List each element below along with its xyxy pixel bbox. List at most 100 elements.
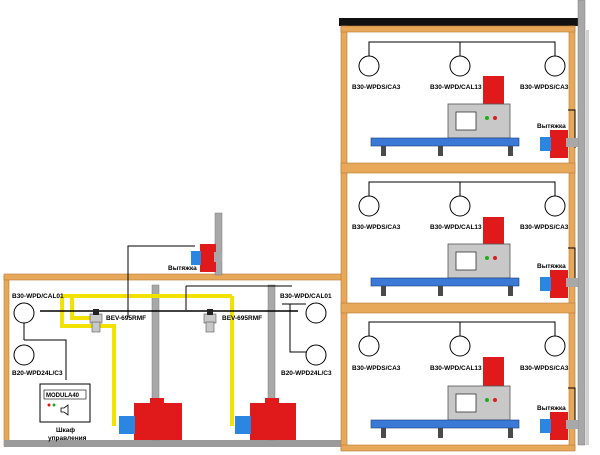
floor-3-led-red	[493, 398, 497, 402]
floor-1-sensor-center-label: B30-WPD/CAL13	[430, 84, 482, 91]
floor-3-led-green	[485, 398, 489, 402]
floor-2-shelf-leg-3	[508, 286, 513, 296]
floor-2-sensor-left-label: B30-WPDS/CA3	[352, 224, 401, 231]
floor-2-exhaust-label: Вытяжка	[537, 263, 566, 270]
annex-left-wall	[3, 275, 10, 447]
tower-left-wall	[340, 25, 348, 451]
floor-1-shelf-leg-1	[381, 146, 386, 156]
floor-2-sensor-center-label: B30-WPD/CAL13	[430, 224, 482, 231]
tower-right-wall	[568, 25, 576, 451]
valve-right	[203, 309, 217, 333]
floor-2-boiler-screen	[455, 251, 477, 271]
floor-1-fan-housing	[550, 130, 568, 158]
speaker-icon	[60, 404, 69, 416]
floor-1-sensor-center	[449, 55, 471, 77]
tower-floor-1: B30-WPDS/CA3 B30-WPD/CAL13 B30-WPDS/CA3 …	[352, 41, 578, 158]
floor-2-fan-housing	[550, 270, 568, 298]
floor-2-sensor-left	[358, 195, 380, 217]
annex-boiler-left	[119, 398, 182, 440]
floor-2-shelf-leg-1	[381, 286, 386, 296]
floor-3-shelf-leg-2	[438, 428, 443, 438]
annex-exhaust-pipe	[214, 212, 223, 276]
valve-left	[89, 309, 103, 333]
annex-fan-housing	[200, 244, 216, 272]
control-panel	[39, 383, 91, 423]
floor-1-led-red	[493, 116, 497, 120]
valve-left-label: BEV-695RMF	[106, 315, 146, 322]
floor-3-shelf-leg-1	[381, 428, 386, 438]
annex-floor	[4, 440, 346, 447]
floor-1-shelf-leg-2	[438, 146, 443, 156]
floor-3-wiring	[368, 321, 556, 336]
annex-sensor-left-top-label: B30-WPD/CAL01	[12, 293, 64, 300]
floor-1-boiler-flue	[483, 76, 504, 106]
floor-2-led-red	[493, 256, 497, 260]
annex-sensor-right-top-label: B30-WPD/CAL01	[280, 293, 332, 300]
annex-sensor-left-bottom-label: B20-WPD24L/C3	[12, 370, 63, 377]
tower-floor	[340, 444, 576, 452]
annex-wiring-to-exhaust	[127, 245, 195, 317]
floor-1-boiler-unit	[447, 103, 511, 139]
floor-2-shelf	[370, 277, 520, 287]
floor-slab-2	[340, 302, 576, 314]
floor-3-fan-housing	[550, 412, 568, 440]
floor-3-sensor-right	[544, 335, 566, 357]
floor-2-boiler-flue	[483, 217, 504, 247]
floor-2-sensor-right-label: B30-WPDS/CA3	[520, 224, 569, 231]
annex-exhaust-label: Вытяжка	[168, 265, 197, 272]
tower-floor-2: B30-WPDS/CA3 B30-WPD/CAL13 B30-WPDS/CA3 …	[352, 181, 578, 298]
floor-3-exhaust-label: Вытяжка	[537, 405, 566, 412]
annex-sensor-right-top	[305, 302, 327, 324]
floor-3-boiler-unit	[447, 385, 511, 421]
floor-3-fan-outlet	[566, 420, 578, 429]
annex-boiler-right	[235, 398, 296, 440]
floor-1-shelf	[370, 137, 520, 147]
floor-2-shelf-leg-2	[438, 286, 443, 296]
floor-2-led-green	[485, 256, 489, 260]
annex-contents: Вытяжка BEV-695RMF BEV-695RMF B30-W	[12, 212, 332, 442]
floor-2-exhaust-wire	[568, 247, 576, 286]
floor-1-wiring	[368, 41, 556, 56]
control-panel-caption-2: управления	[48, 435, 87, 442]
tower-floor-3: B30-WPDS/CA3 B30-WPD/CAL13 B30-WPDS/CA3 …	[352, 321, 578, 440]
annex-sensor-left-bottom	[13, 344, 35, 366]
floor-1-sensor-right	[544, 55, 566, 77]
floor-1-led-green	[485, 116, 489, 120]
annex-sensor-right-bottom	[305, 344, 327, 366]
floor-3-sensor-center-label: B30-WPD/CAL13	[430, 365, 482, 372]
floor-3-exhaust-wire	[568, 387, 576, 426]
valve-right-label: BEV-695RMF	[222, 315, 262, 322]
control-panel-model: MODULA40	[46, 393, 80, 399]
tower-riser-pipe	[586, 30, 589, 445]
floor-3-shelf-leg-3	[508, 428, 513, 438]
annex-roof	[3, 273, 347, 281]
floor-1-fan-motor	[540, 137, 551, 151]
annex-wiring-valves	[185, 285, 292, 310]
annex-wiring-right	[282, 303, 306, 353]
floor-1-fan-outlet	[566, 138, 578, 147]
floor-3-sensor-left-label: B30-WPDS/CA3	[352, 365, 401, 372]
floor-2-wiring	[368, 181, 556, 196]
annex-sensor-right-bottom-label: B20-WPD24L/C3	[281, 370, 332, 377]
floor-3-sensor-center	[449, 335, 471, 357]
floor-1-sensor-left-label: B30-WPDS/CA3	[352, 84, 401, 91]
floor-1-shelf-leg-3	[508, 146, 513, 156]
floor-2-sensor-right	[544, 195, 566, 217]
floor-3-boiler-flue	[483, 357, 504, 389]
gas-line-left-branch	[70, 296, 96, 320]
tower-roof	[339, 18, 583, 26]
floor-3-sensor-left	[358, 335, 380, 357]
floor-3-fan-motor	[540, 419, 551, 433]
floor-3-shelf	[370, 419, 520, 429]
building-structure	[3, 0, 589, 452]
annex-sensor-left-top	[13, 302, 35, 324]
floor-slab-1	[340, 162, 576, 174]
annex-fan-outlet	[214, 252, 222, 262]
tower-exhaust-pipe	[577, 0, 586, 446]
floor-3-boiler-screen	[455, 393, 477, 413]
floor-3-sensor-right-label: B30-WPDS/CA3	[520, 365, 569, 372]
floor-1-sensor-left	[358, 55, 380, 77]
annex-fan-motor	[191, 251, 201, 265]
floor-1-boiler-screen	[455, 111, 477, 131]
